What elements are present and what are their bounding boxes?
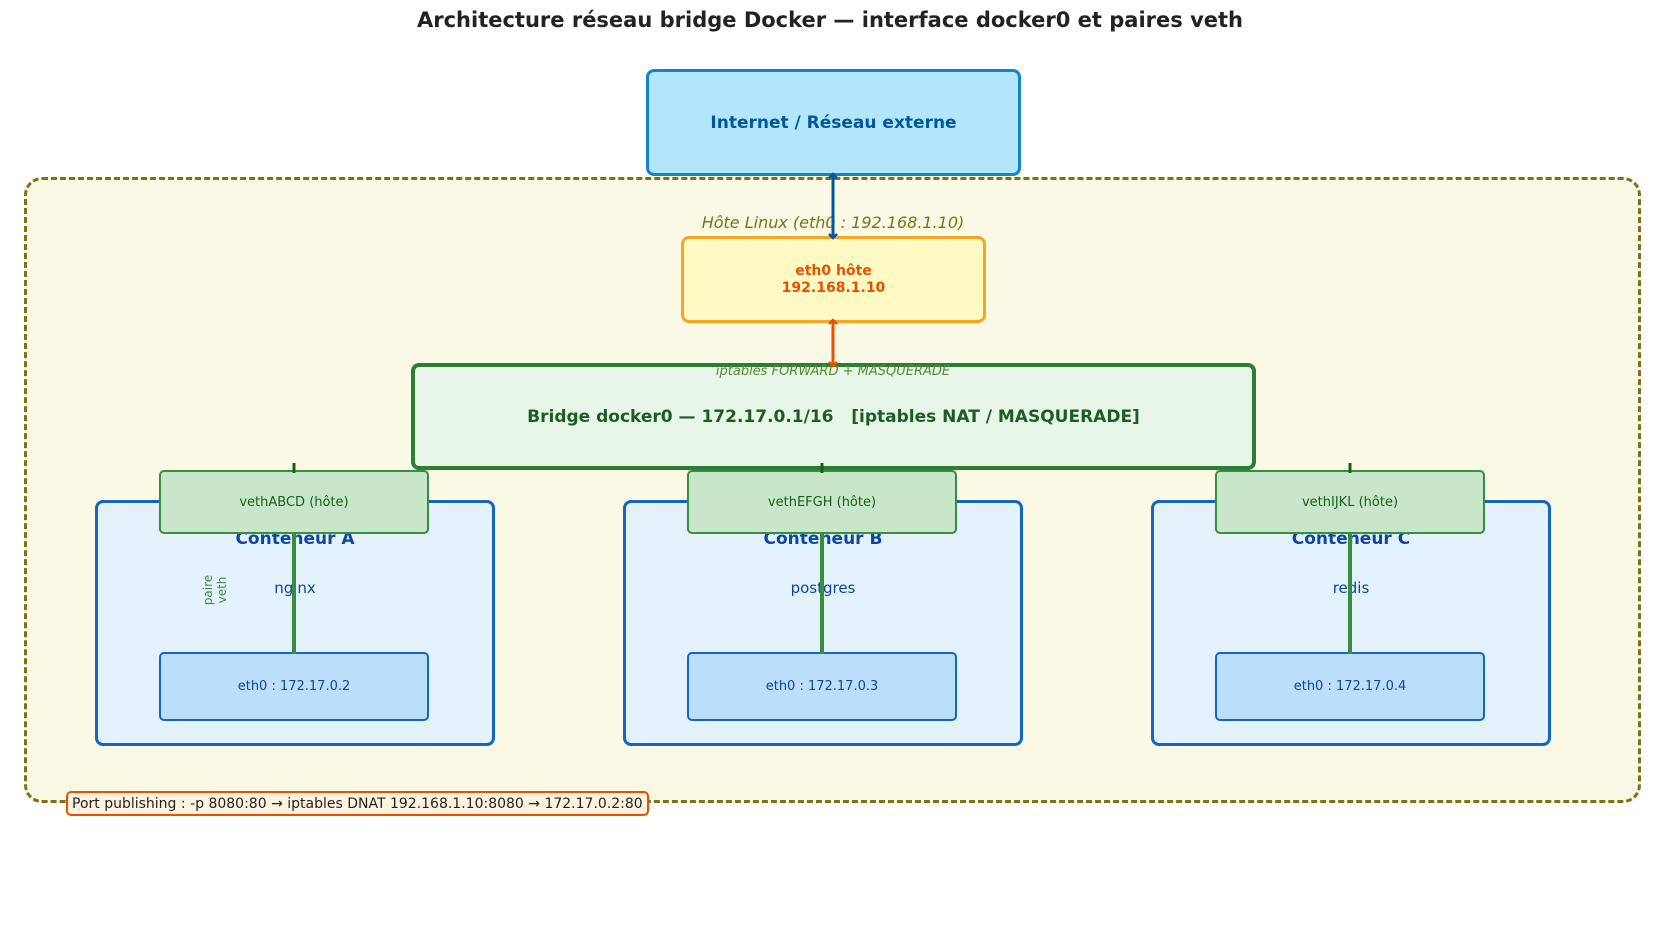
port-publishing-note: Port publishing : -p 8080:80 → iptables … — [66, 791, 649, 816]
veth-a-label: vethABCD (hôte) — [239, 494, 349, 510]
veth-c-label: vethIJKL (hôte) — [1301, 494, 1399, 510]
diagram-title: Architecture réseau bridge Docker — inte… — [417, 8, 1243, 32]
forward-masquerade-label: iptables FORWARD + MASQUERADE — [715, 364, 951, 379]
bridge-label: Bridge docker0 — 172.17.0.1/16 [iptables… — [527, 406, 1140, 427]
docker0-bridge-node: Bridge docker0 — 172.17.0.1/16 [iptables… — [411, 363, 1256, 470]
container-c-eth0-label: eth0 : 172.17.0.4 — [1293, 679, 1407, 694]
internet-label: Internet / Réseau externe — [710, 112, 957, 133]
eth0-host-ip: 192.168.1.10 — [781, 279, 886, 296]
veth-b-label: vethEFGH (hôte) — [767, 494, 877, 510]
container-a-eth0-label: eth0 : 172.17.0.2 — [237, 679, 351, 694]
container-c-eth0: eth0 : 172.17.0.4 — [1215, 652, 1485, 721]
container-b-eth0-label: eth0 : 172.17.0.3 — [765, 679, 879, 694]
eth0-host-name: eth0 hôte — [795, 262, 872, 279]
veth-a-host: vethABCD (hôte) — [159, 470, 429, 534]
